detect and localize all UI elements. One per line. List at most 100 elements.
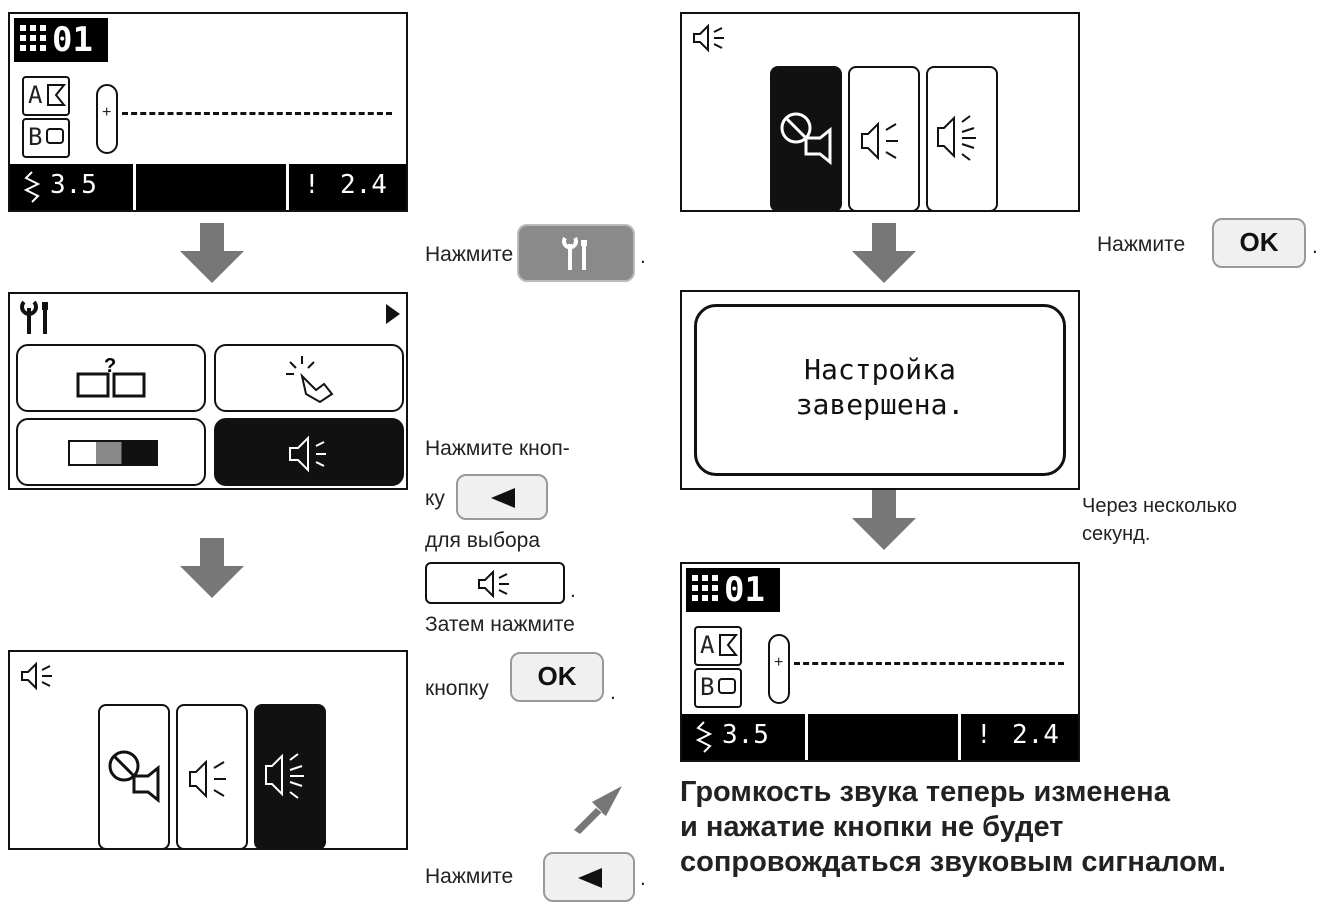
foot-a-letter: A (700, 631, 715, 659)
next-page-arrow-icon (386, 304, 400, 324)
instr-after-seconds-1: Через несколько (1082, 495, 1237, 517)
help-manual-icon: ? (76, 356, 146, 398)
speaker-title-icon (693, 23, 724, 53)
left-triangle-icon (491, 488, 515, 508)
ok-key-button-left[interactable]: OK (510, 652, 604, 702)
speaker-icon-chip (478, 569, 509, 599)
settings-done-screen: Настройка завершена. (680, 290, 1080, 490)
settings-tile-touch[interactable] (214, 344, 404, 412)
pattern-badge: 01 (686, 568, 780, 612)
period-1: . (640, 245, 646, 268)
period-5: . (1312, 235, 1318, 258)
home-screen-bottom: 01 A B + 3.5 ! 2.4 (680, 562, 1080, 762)
pattern-badge: 01 (14, 18, 108, 62)
contrast-bar-icon (68, 440, 158, 466)
foot-a-icon (47, 84, 66, 106)
stitch-length-value: 2.4 (1012, 720, 1059, 750)
volume-option-chip (425, 562, 565, 604)
stitch-preview-line (122, 112, 392, 115)
settings-tile-volume-selected[interactable] (214, 418, 404, 486)
volume-option-mute[interactable] (98, 704, 170, 848)
instr-press-text: Нажмите (425, 243, 514, 266)
final-note-line2: и нажатие кнопки не будет (680, 810, 1064, 843)
mute-speaker-icon (108, 750, 160, 804)
presser-foot-b: B (22, 118, 70, 158)
stitch-length-value: 2.4 (340, 170, 387, 200)
touch-hand-icon (286, 356, 334, 404)
flow-arrow-2 (180, 538, 244, 598)
left-triangle-icon-bottom (578, 868, 602, 888)
stitch-preview-line (794, 662, 1064, 665)
period-2: . (570, 579, 576, 602)
final-note-line3: сопровождаться звуковым сигналом. (680, 845, 1226, 878)
done-message-box: Настройка завершена. (694, 304, 1066, 476)
presser-foot-a: A (694, 626, 742, 666)
high-speaker-icon (937, 115, 976, 161)
stitch-width-icon (23, 171, 41, 203)
ok-label: OK (537, 661, 577, 691)
flow-arrow-1 (180, 223, 244, 283)
instr-after-seconds-2: секунд. (1082, 523, 1151, 545)
instr-press-tools: Нажмите (425, 242, 513, 267)
stitch-width-icon (695, 721, 713, 753)
stitch-width-value: 3.5 (722, 720, 769, 750)
done-message-line1: Настройка (804, 353, 956, 386)
volume-screen-high (8, 650, 408, 850)
instr-press-left-bottom: Нажмите (425, 865, 514, 888)
left-key-button[interactable] (456, 474, 548, 520)
status-bar: 3.5 ! 2.4 (682, 714, 1078, 760)
volume-option-low[interactable] (848, 66, 920, 210)
tools-key-icon (562, 236, 587, 270)
volume-screen-mute (680, 12, 1080, 212)
flow-arrow-right-1 (852, 223, 916, 283)
grid-icon (20, 25, 46, 51)
grid-icon (692, 575, 718, 601)
warning-mark: ! (304, 170, 320, 200)
presser-foot-b: B (694, 668, 742, 708)
presser-foot-a: A (22, 76, 70, 116)
period-3: . (610, 681, 616, 704)
settings-tile-help[interactable]: ? (16, 344, 206, 412)
needle-position-indicator: + (768, 634, 790, 704)
instr-press-button: Нажмите кноп- (425, 437, 570, 460)
volume-option-low[interactable] (176, 704, 248, 848)
instr-button-word: кнопку (425, 677, 489, 700)
settings-screen: ? (8, 292, 408, 490)
foot-b-letter: B (700, 673, 715, 701)
instr-for-select: для выбора (425, 529, 541, 552)
svg-text:?: ? (104, 356, 116, 377)
period-4: . (640, 867, 646, 890)
pattern-number: 01 (52, 20, 93, 60)
low-speaker-icon (861, 121, 898, 161)
home-screen-top: 01 A B + 3.5 ! 2.4 (8, 12, 408, 212)
instr-press-ok-right: Нажмите (1097, 233, 1186, 256)
done-message-line2: завершена. (795, 388, 965, 421)
low-speaker-icon (189, 759, 226, 799)
status-bar: 3.5 ! 2.4 (10, 164, 406, 210)
volume-option-mute-selected[interactable] (770, 66, 842, 210)
settings-tools-icon (20, 300, 48, 334)
flow-arrow-diagonal (574, 786, 622, 834)
high-speaker-icon (265, 753, 304, 799)
instr-button-word-end: ку (425, 487, 445, 510)
pattern-number: 01 (724, 570, 765, 610)
settings-tile-contrast[interactable] (16, 418, 206, 486)
instr-then-press: Затем нажмите (425, 613, 575, 636)
volume-option-high-selected[interactable] (254, 704, 326, 848)
speaker-title-icon (21, 661, 52, 691)
stitch-width-value: 3.5 (50, 170, 97, 200)
tools-key-button[interactable] (517, 224, 635, 282)
left-key-button-bottom[interactable] (543, 852, 635, 902)
flow-arrow-right-2 (852, 490, 916, 550)
speaker-volume-icon (289, 435, 326, 473)
ok-label-right: OK (1239, 227, 1279, 257)
volume-option-high[interactable] (926, 66, 998, 210)
foot-b-icon (46, 128, 64, 144)
warning-mark: ! (976, 720, 992, 750)
foot-b-icon (718, 678, 736, 694)
final-note-line1: Громкость звука теперь изменена (680, 776, 1170, 808)
mute-speaker-icon (780, 112, 832, 166)
ok-key-button-right[interactable]: OK (1212, 218, 1306, 268)
needle-position-indicator: + (96, 84, 118, 154)
foot-b-letter: B (28, 123, 43, 151)
